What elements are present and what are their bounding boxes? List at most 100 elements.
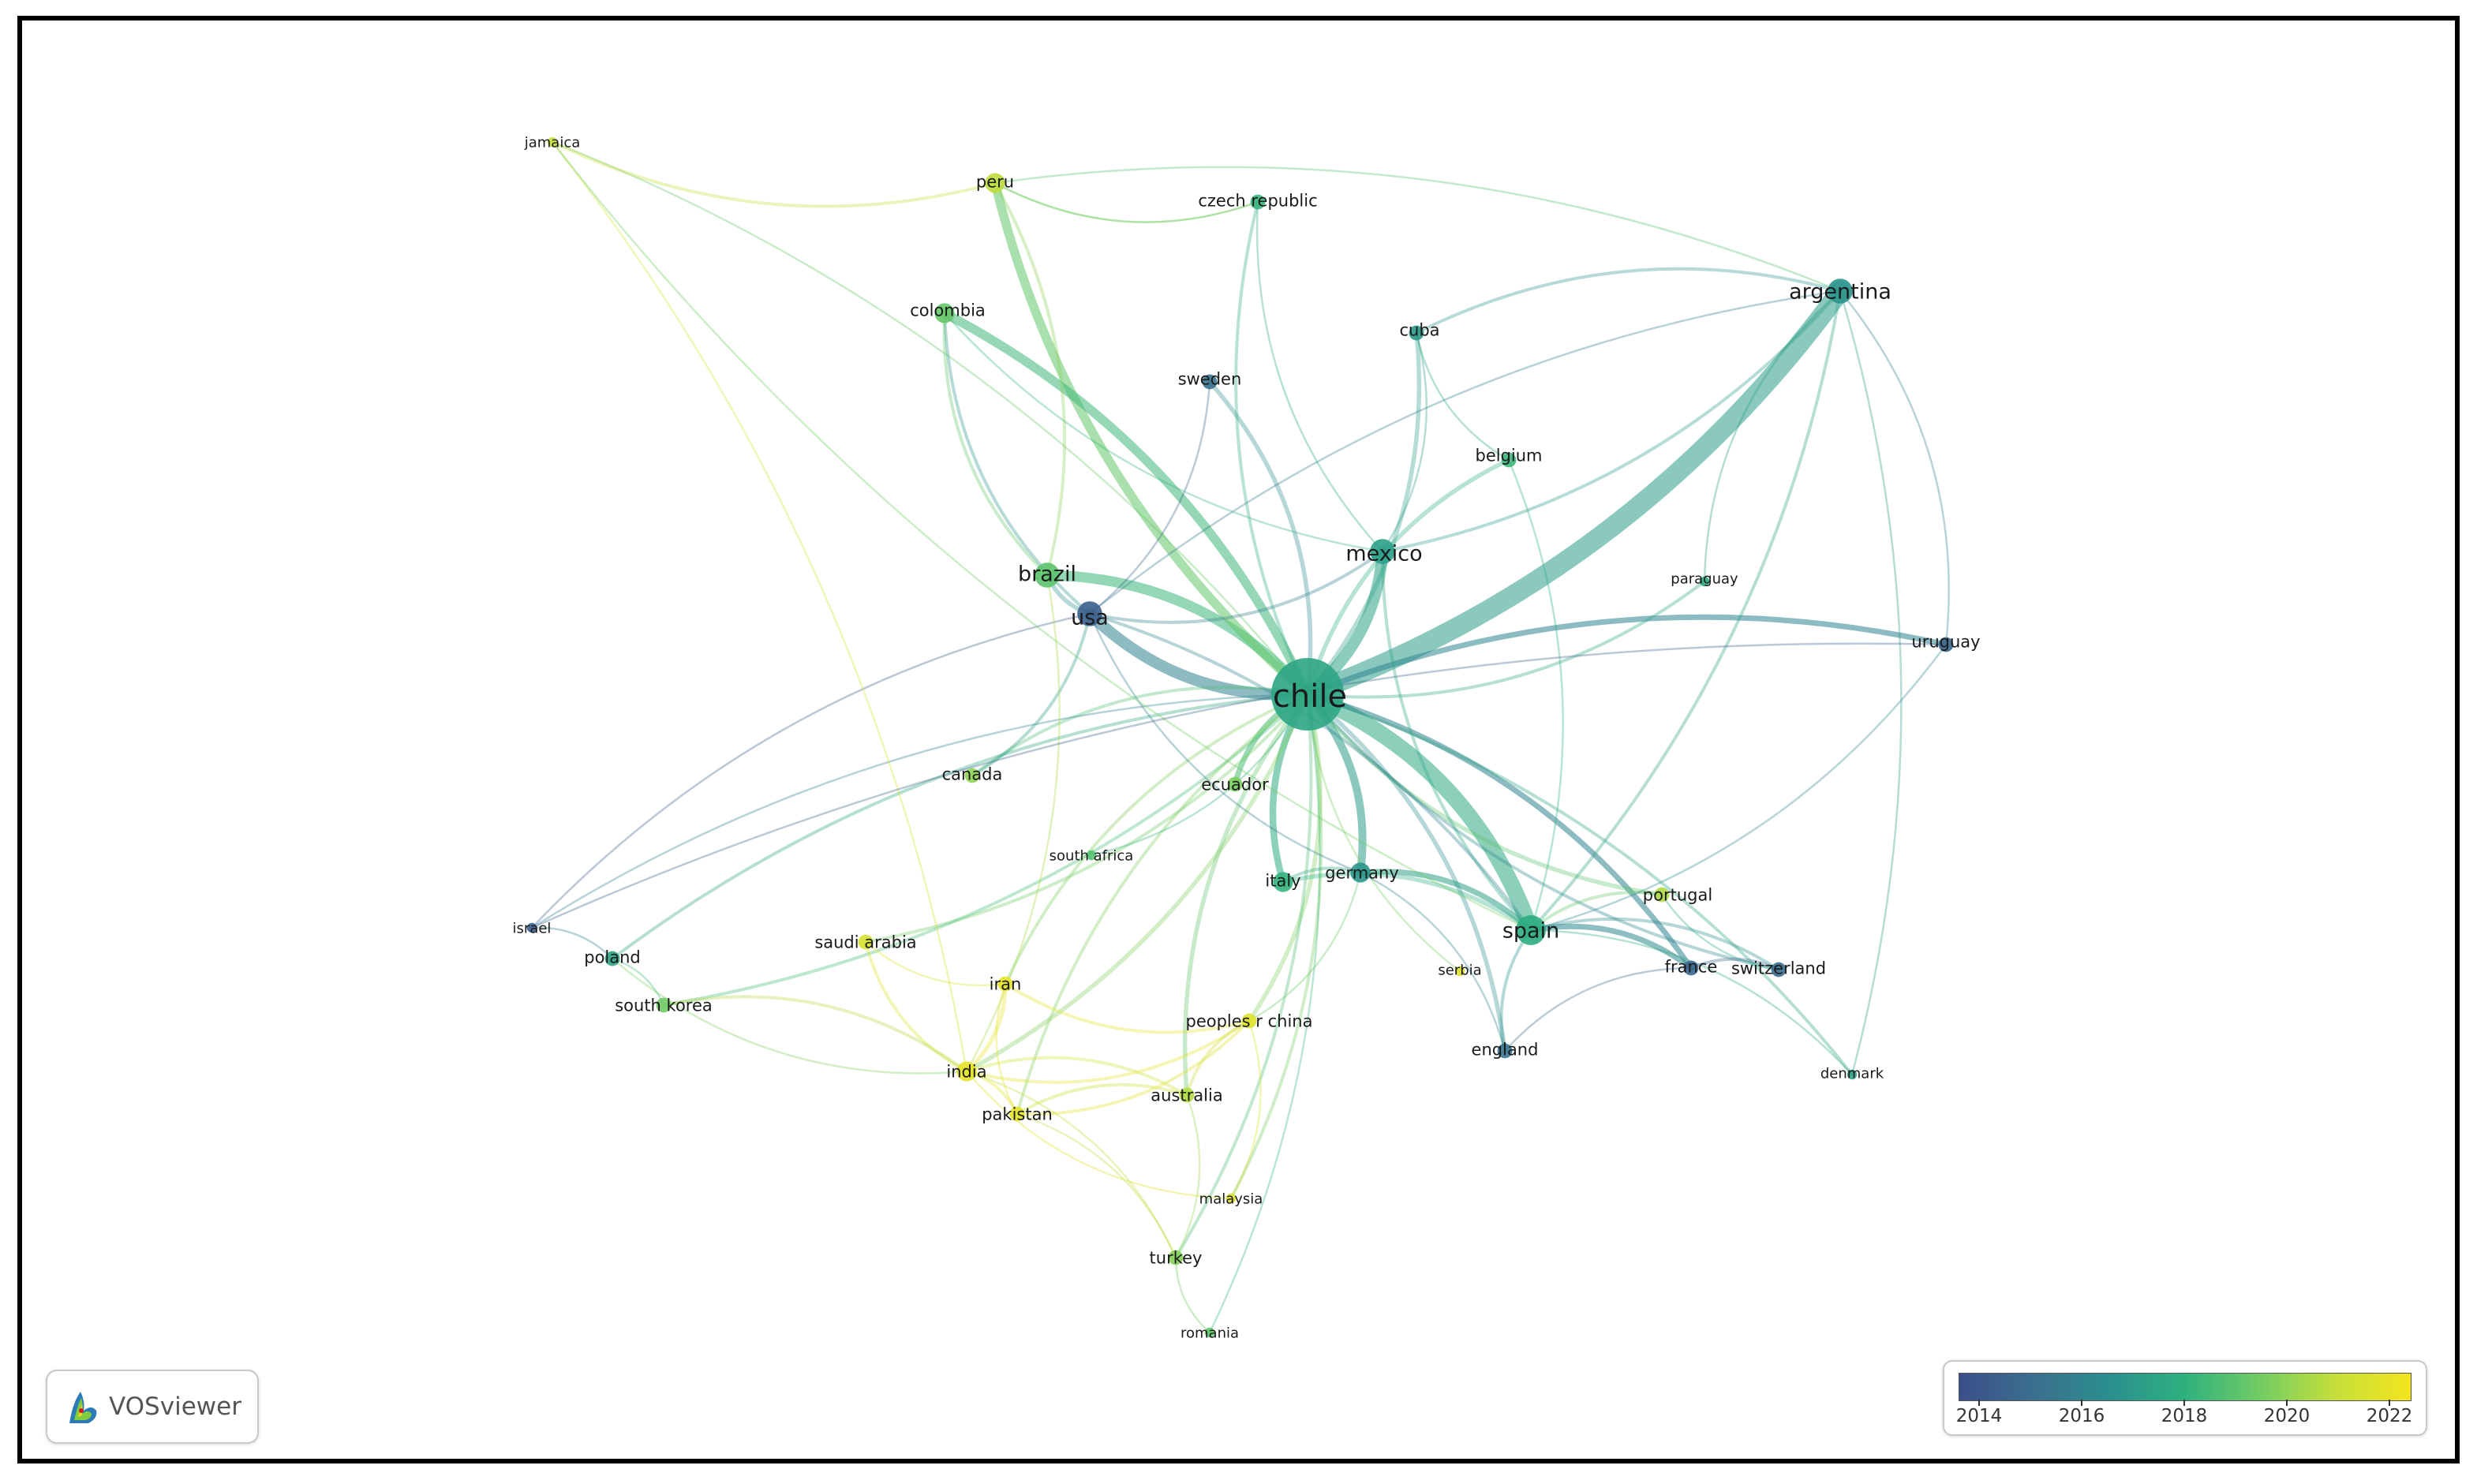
- link-india-turkey: [965, 1070, 1177, 1259]
- link-iran-saudi: [864, 940, 1007, 987]
- link-usa-mexico: [1088, 550, 1384, 624]
- node-label-denmark: denmark: [1820, 1065, 1884, 1082]
- link-spain-usa: [1088, 612, 1532, 932]
- node-france[interactable]: [1683, 960, 1699, 976]
- legend-tick-label: 2018: [2161, 1406, 2208, 1426]
- link-czech-mexico: [1255, 200, 1384, 553]
- link-australia-turkey: [1174, 1093, 1201, 1259]
- link-spain-england: [1499, 929, 1532, 1052]
- link-chile-serbia: [1306, 693, 1461, 973]
- link-india-southkorea: [662, 995, 968, 1073]
- node-spain[interactable]: [1516, 915, 1546, 945]
- node-saudi[interactable]: [858, 934, 874, 950]
- node-romania[interactable]: [1204, 1327, 1215, 1338]
- link-chile-israel: [530, 693, 1309, 929]
- link-chile-england: [1305, 692, 1507, 1053]
- link-chile-southkorea: [662, 693, 1309, 1007]
- link-peru-czech: [993, 181, 1259, 223]
- node-brazil[interactable]: [1035, 563, 1060, 588]
- link-spain-germany: [1357, 869, 1534, 933]
- node-label-cuba: cuba: [1399, 320, 1439, 339]
- node-paraguay[interactable]: [1699, 576, 1710, 587]
- node-england[interactable]: [1497, 1043, 1513, 1059]
- node-label-portugal: portugal: [1643, 885, 1712, 904]
- link-france-switzerland: [1689, 957, 1780, 971]
- node-belgium[interactable]: [1501, 452, 1517, 468]
- node-malaysia[interactable]: [1225, 1193, 1237, 1204]
- link-china-malaysia: [1229, 1019, 1262, 1200]
- link-jamaica-peru: [551, 140, 997, 208]
- node-label-mexico: mexico: [1345, 541, 1422, 566]
- link-iran-china: [1004, 982, 1251, 1034]
- node-label-belgium: belgium: [1475, 446, 1542, 465]
- node-usa[interactable]: [1077, 601, 1102, 626]
- link-pakistan-turkey: [1016, 1112, 1177, 1259]
- node-label-iran: iran: [990, 974, 1022, 993]
- node-switzerland[interactable]: [1771, 962, 1787, 977]
- link-chile-france: [1304, 691, 1694, 971]
- node-chile[interactable]: [1271, 658, 1344, 731]
- node-denmark[interactable]: [1847, 1069, 1858, 1080]
- link-chile-iran: [1004, 693, 1309, 985]
- node-argentina[interactable]: [1828, 278, 1853, 304]
- node-label-jamaica: jamaica: [524, 134, 581, 151]
- link-jamaica-india: [551, 140, 968, 1073]
- node-mexico[interactable]: [1370, 539, 1395, 564]
- node-cuba[interactable]: [1409, 325, 1424, 341]
- link-chile-southafrica: [1090, 693, 1309, 857]
- node-label-spain: spain: [1502, 918, 1559, 943]
- node-israel[interactable]: [526, 922, 537, 933]
- link-india-australia: [965, 1056, 1188, 1097]
- node-colombia[interactable]: [934, 303, 955, 323]
- link-belgium-spain: [1507, 458, 1564, 932]
- node-southafrica[interactable]: [1086, 850, 1097, 861]
- node-serbia[interactable]: [1454, 966, 1465, 977]
- node-czech[interactable]: [1250, 194, 1266, 210]
- node-peru[interactable]: [985, 173, 1005, 193]
- link-chile-turkey: [1174, 693, 1313, 1259]
- node-turkey[interactable]: [1168, 1250, 1184, 1265]
- link-usa-germany: [1088, 612, 1362, 874]
- node-label-serbia: serbia: [1438, 962, 1481, 978]
- node-italy[interactable]: [1273, 872, 1293, 892]
- node-portugal[interactable]: [1654, 887, 1670, 903]
- link-cuba-belgium: [1415, 331, 1510, 462]
- link-brazil-india: [965, 574, 1061, 1073]
- link-iran-pakistan: [995, 982, 1019, 1116]
- node-label-canada: canada: [942, 764, 1003, 783]
- link-spain-switzerland: [1529, 917, 1780, 971]
- node-canada[interactable]: [964, 768, 980, 783]
- node-label-china: peoples r china: [1186, 1011, 1313, 1030]
- node-sweden[interactable]: [1202, 374, 1218, 390]
- legend-tick: [2286, 1400, 2288, 1406]
- link-chile-romania: [1208, 693, 1321, 1334]
- node-jamaica[interactable]: [547, 136, 558, 148]
- link-chile-czech: [1234, 200, 1309, 696]
- link-poland-israel: [530, 926, 614, 960]
- node-iran[interactable]: [997, 976, 1013, 992]
- legend-tick-label: 2014: [1955, 1406, 2003, 1426]
- link-chile-uruguay: [1304, 614, 1949, 697]
- node-label-argentina: argentina: [1789, 279, 1891, 304]
- link-argentina-peru: [993, 166, 1842, 293]
- node-uruguay[interactable]: [1938, 637, 1954, 652]
- node-india[interactable]: [956, 1061, 977, 1082]
- node-australia[interactable]: [1179, 1087, 1195, 1103]
- node-china[interactable]: [1241, 1013, 1257, 1029]
- link-turkey-romania: [1174, 1256, 1211, 1334]
- node-pakistan[interactable]: [1009, 1106, 1025, 1122]
- link-chile-canada: [971, 685, 1309, 777]
- node-poland[interactable]: [604, 951, 620, 966]
- link-usa-canada: [971, 612, 1091, 777]
- link-chile-portugal: [1305, 692, 1664, 897]
- node-southkorea[interactable]: [656, 997, 672, 1013]
- legend-tick: [2389, 1400, 2390, 1406]
- link-china-australia: [1185, 1019, 1251, 1097]
- node-germany[interactable]: [1350, 862, 1371, 883]
- node-label-chile: chile: [1273, 678, 1347, 715]
- link-argentina-denmark: [1839, 290, 1903, 1076]
- node-ecuador[interactable]: [1227, 776, 1243, 792]
- co-authorship-network[interactable]: chileargentinaspainmexicousabrazilperuco…: [22, 21, 2455, 1459]
- labels-layer: chileargentinaspainmexicousabrazilperuco…: [513, 134, 1981, 1341]
- link-usa-israel: [530, 612, 1091, 929]
